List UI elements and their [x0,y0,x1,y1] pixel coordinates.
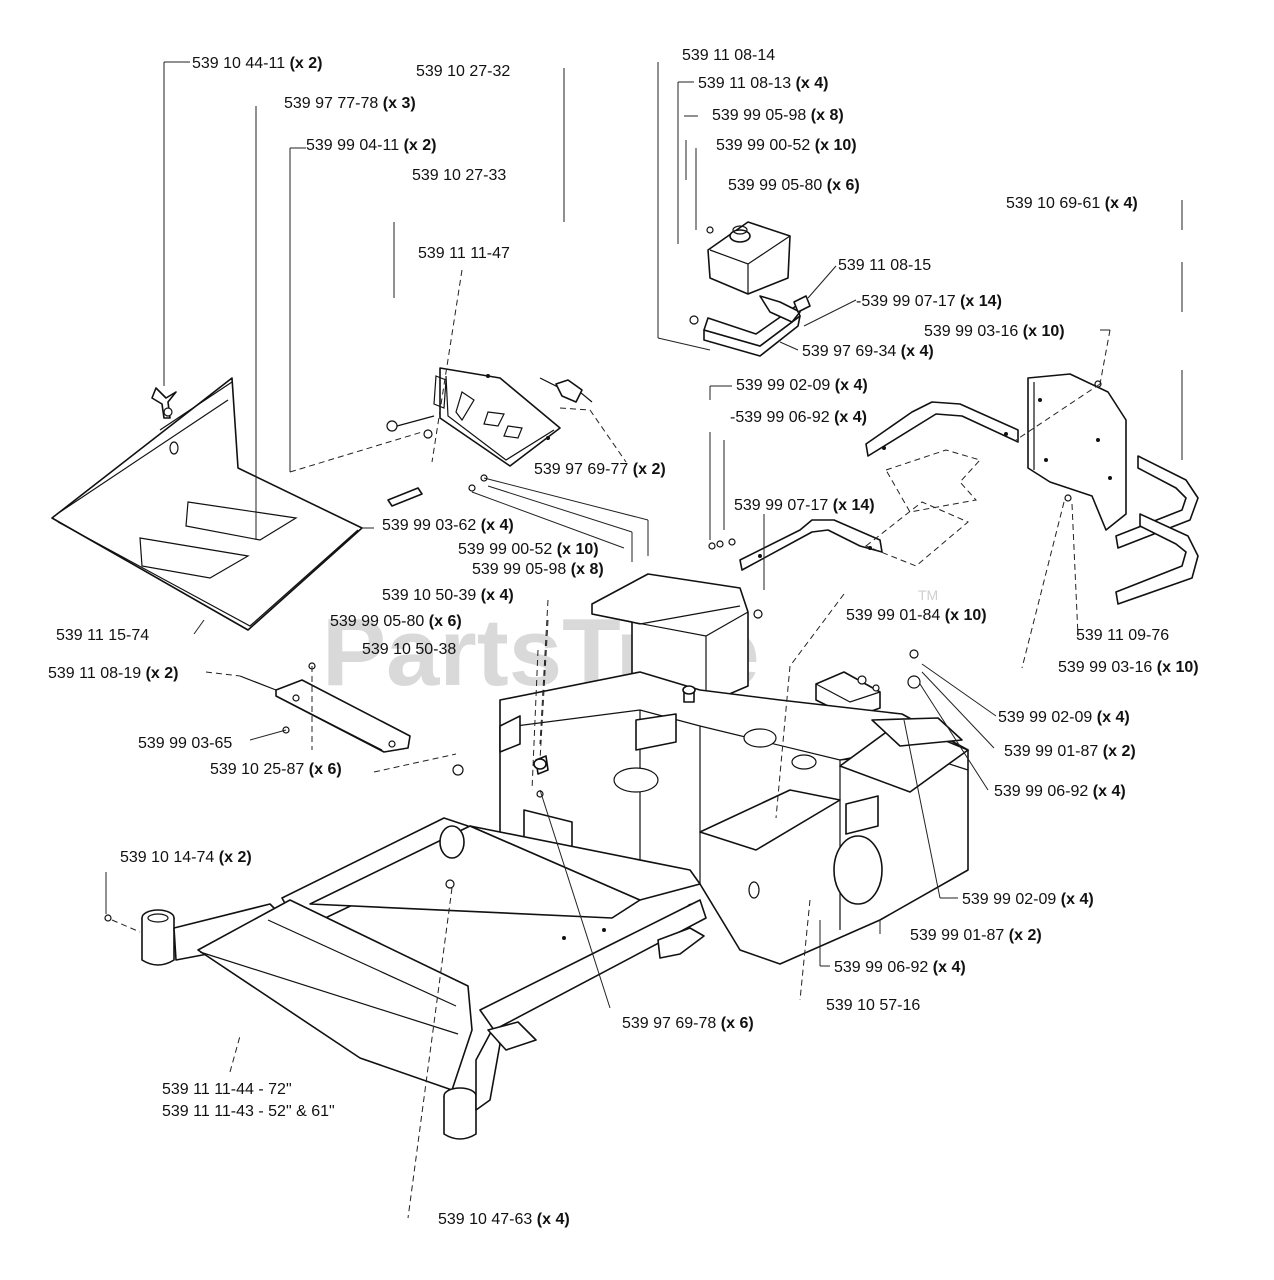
callout-539-99-03-16-upper: 539 99 03-16 (x 10) [924,323,1065,340]
callout-539-99-01-87-right: 539 99 01-87 (x 2) [1004,743,1136,760]
floor-pan [51,377,363,631]
callout-539-11-09-76: 539 11 09-76 [1076,627,1169,644]
callout-labels: 539 10 44-11 (x 2) 539 10 27-32 539 97 7… [48,47,1199,1228]
callout-539-99-05-80: 539 99 05-80 (x 6) [728,177,860,194]
main-frame [499,573,969,965]
callout-539-97-77-78: 539 97 77-78 (x 3) [284,95,416,112]
callout-539-99-03-65: 539 99 03-65 [138,735,232,752]
callout-539-10-69-61: 539 10 69-61 (x 4) [1006,195,1138,212]
callout-539-11-08-15: 539 11 08-15 [838,257,931,274]
callout-539-99-06-92-lower: 539 99 06-92 (x 4) [834,959,966,976]
handle-bar-center [739,519,883,571]
callout-539-10-27-32: 539 10 27-32 [416,63,510,80]
callout-539-11-08-19: 539 11 08-19 (x 2) [48,665,178,682]
handle-bar-right [1115,455,1199,605]
callout-539-97-69-77: 539 97 69-77 (x 2) [534,461,666,478]
callout-539-99-05-80-center: 539 99 05-80 (x 6) [330,613,462,630]
front-bumper [197,899,473,1091]
handle-bar-upper [865,401,1019,457]
callout-539-10-50-38: 539 10 50-38 [362,641,456,658]
seat-strip [387,487,423,507]
rear-bracket-lower [657,927,705,959]
callout-539-11-11-43: 539 11 11-43 - 52" & 61" [162,1103,335,1120]
callout-539-99-06-92-middle: -539 99 06-92 (x 4) [730,409,867,426]
callout-539-11-15-74: 539 11 15-74 [56,627,149,644]
callout-539-10-44-11: 539 10 44-11 (x 2) [192,55,322,72]
callout-539-99-01-84: 539 99 01-84 (x 10) [846,607,987,624]
callout-539-97-69-34: 539 97 69-34 (x 4) [802,343,934,360]
hardware [104,380,1102,922]
callout-539-97-69-78: 539 97 69-78 (x 6) [622,1015,754,1032]
callout-539-99-02-09-lower: 539 99 02-09 (x 4) [962,891,1094,908]
callout-539-99-04-11: 539 99 04-11 (x 2) [306,137,436,154]
callout-539-10-25-87: 539 10 25-87 (x 6) [210,761,342,778]
callout-539-99-03-62: 539 99 03-62 (x 4) [382,517,514,534]
callout-539-99-05-98-center: 539 99 05-98 (x 8) [472,561,604,578]
mount-bracket-left [239,675,411,753]
callout-539-99-01-87-lower: 539 99 01-87 (x 2) [910,927,1042,944]
callout-539-10-57-16: 539 10 57-16 [826,997,920,1014]
callout-539-99-05-98: 539 99 05-98 (x 8) [712,107,844,124]
callout-539-99-07-17-upper: -539 99 07-17 (x 14) [856,293,1002,310]
callout-539-11-11-44: 539 11 11-44 - 72" [162,1081,292,1098]
handle-outline [885,449,981,513]
callout-539-99-02-09-right: 539 99 02-09 (x 4) [998,709,1130,726]
callout-539-99-06-92-right: 539 99 06-92 (x 4) [994,783,1126,800]
callout-539-10-47-63: 539 10 47-63 (x 4) [438,1211,570,1228]
callout-539-99-02-09-middle: 539 99 02-09 (x 4) [736,377,868,394]
handle-outline-2 [865,501,969,567]
leader-lines [105,61,1183,1219]
callout-539-99-00-52-center: 539 99 00-52 (x 10) [458,541,599,558]
callout-539-10-27-33: 539 10 27-33 [412,167,506,184]
callout-539-99-00-52: 539 99 00-52 (x 10) [716,137,857,154]
callout-539-11-11-47: 539 11 11-47 [418,245,510,262]
frame-rails [281,817,707,1031]
callout-539-10-14-74: 539 10 14-74 (x 2) [120,849,252,866]
callout-539-10-50-39: 539 10 50-39 (x 4) [382,587,514,604]
callout-539-99-07-17-center: 539 99 07-17 (x 14) [734,497,875,514]
front-caster-right [443,1021,537,1140]
side-plate [1027,373,1127,531]
watermark-trademark: TM [918,587,938,603]
callout-539-11-08-13: 539 11 08-13 (x 4) [698,75,828,92]
fuel-tank [689,221,811,357]
callout-539-11-08-14: 539 11 08-14 [682,47,775,64]
callout-539-99-03-16-lower: 539 99 03-16 (x 10) [1058,659,1199,676]
seat-bracket [386,367,593,467]
